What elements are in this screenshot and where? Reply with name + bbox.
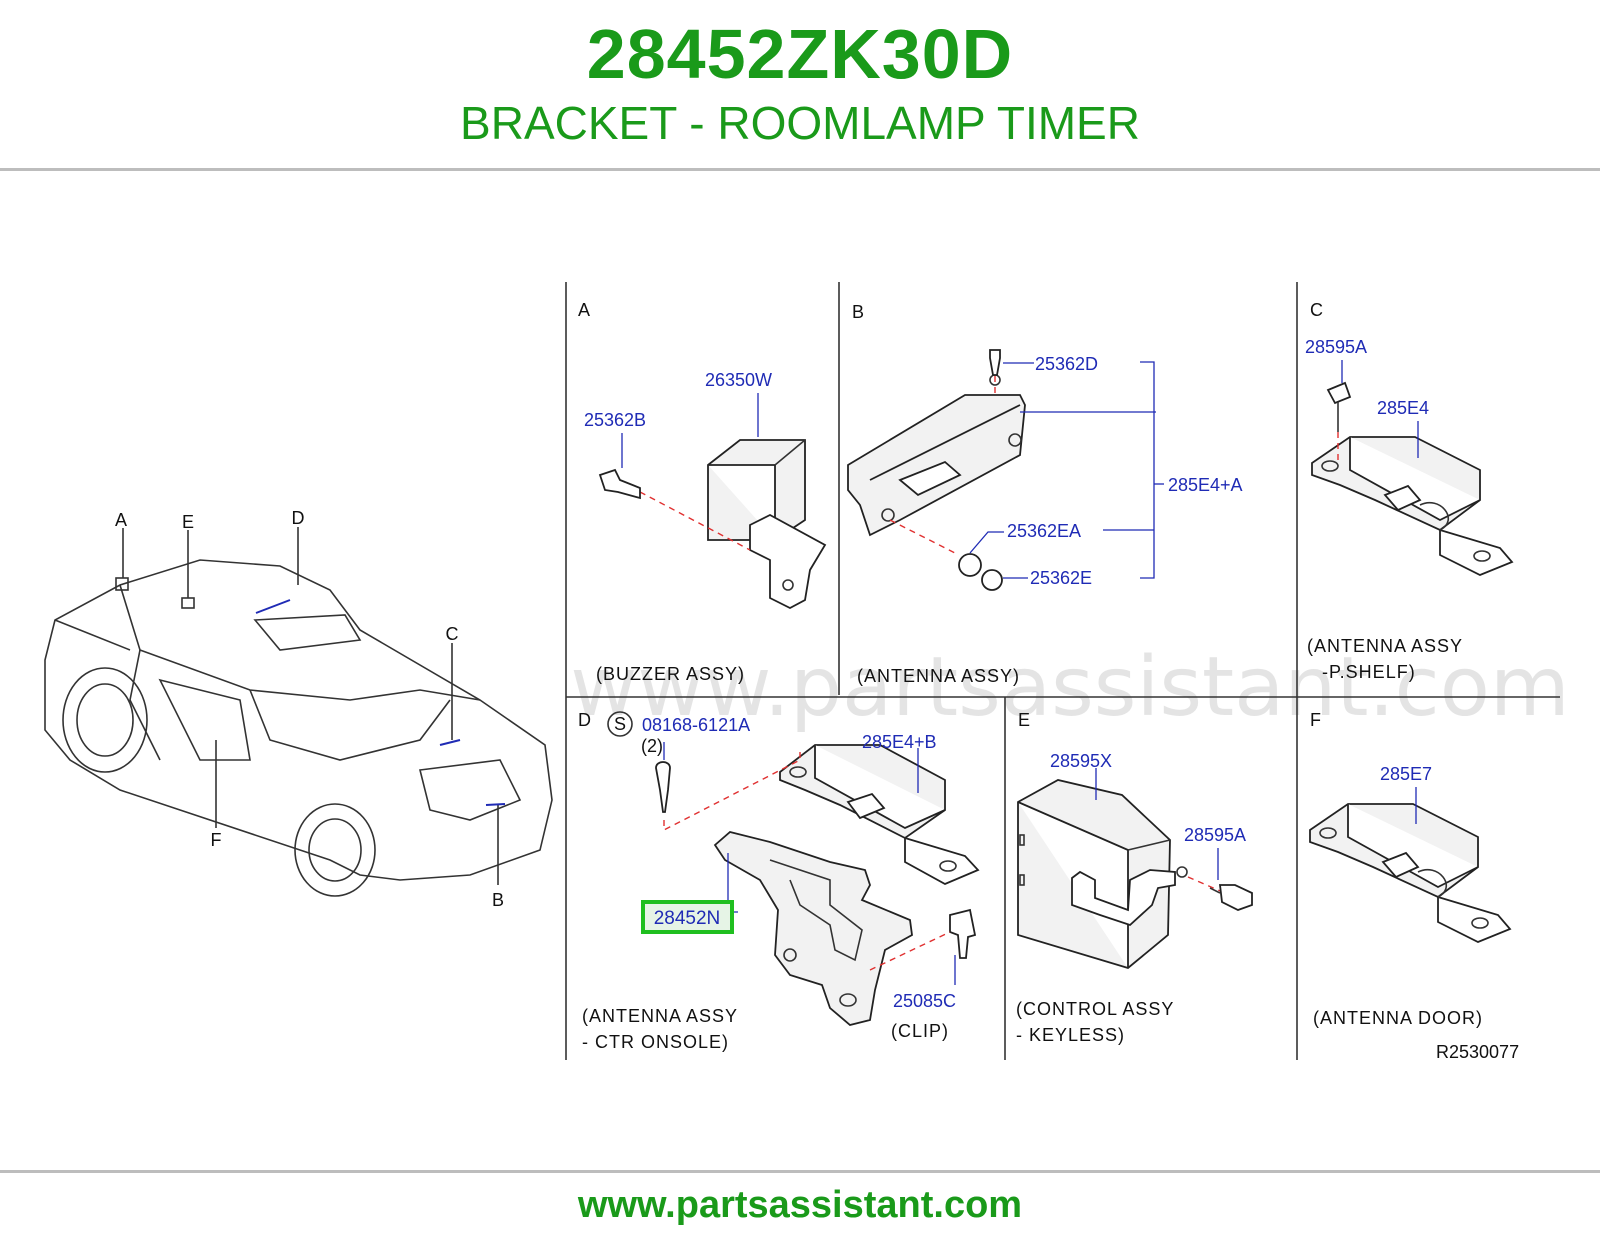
car-illustration [44, 527, 553, 897]
section-d-caption-1: (ANTENNA ASSY [582, 1006, 738, 1026]
part-label-285e4-b: 285E4+B [862, 732, 937, 752]
section-e-caption-2: - KEYLESS) [1016, 1025, 1125, 1045]
part-label-08168-6121a: 08168-6121A [642, 715, 750, 735]
car-marker-a: A [115, 510, 127, 530]
section-b-caption: (ANTENNA ASSY) [857, 666, 1020, 686]
part-label-25362d: 25362D [1035, 354, 1098, 374]
footer-url[interactable]: www.partsassistant.com [577, 1184, 1023, 1226]
section-b-letter: B [852, 302, 864, 322]
part-label-285e4: 285E4 [1377, 398, 1429, 418]
footer-divider [0, 1170, 1600, 1173]
antenna-pshelf-drawing [1311, 360, 1514, 576]
section-c-letter: C [1310, 300, 1323, 320]
part-label-28595a-c: 28595A [1305, 337, 1367, 357]
section-d-caption-2: - CTR ONSOLE) [582, 1032, 729, 1052]
section-d-letter: D [578, 710, 591, 730]
section-e-caption-1: (CONTROL ASSY [1016, 999, 1174, 1019]
section-a-caption: (BUZZER ASSY) [596, 664, 745, 684]
quantity-label: (2) [641, 736, 663, 756]
control-assy-keyless-drawing [1017, 768, 1253, 970]
header: 28452ZK30D BRACKET - ROOMLAMP TIMER [0, 0, 1600, 168]
section-f-caption: (ANTENNA DOOR) [1313, 1008, 1483, 1028]
buzzer-assy-drawing [598, 393, 827, 610]
section-grid [565, 282, 1560, 1060]
antenna-assy-drawing [847, 349, 1164, 591]
part-label-28595x: 28595X [1050, 751, 1112, 771]
part-label-25362e: 25362E [1030, 568, 1092, 588]
car-marker-e: E [182, 512, 194, 532]
car-marker-c: C [446, 624, 459, 644]
part-number-title: 28452ZK30D [586, 15, 1014, 93]
part-label-26350w: 26350W [705, 370, 772, 390]
header-divider [0, 168, 1600, 171]
part-name-subtitle: BRACKET - ROOMLAMP TIMER [460, 97, 1140, 149]
section-a-letter: A [578, 300, 590, 320]
s-symbol: S [614, 714, 626, 734]
car-marker-d: D [292, 508, 305, 528]
part-label-28595a-e: 28595A [1184, 825, 1246, 845]
section-c-caption-2: -P.SHELF) [1322, 662, 1416, 682]
part-label-25362b: 25362B [584, 410, 646, 430]
diagram-reference-code: R2530077 [1436, 1042, 1519, 1062]
part-label-28452n-highlighted: 28452N [654, 908, 721, 929]
part-label-285e4-a: 285E4+A [1168, 475, 1243, 495]
part-label-25085c: 25085C [893, 991, 956, 1011]
antenna-ctr-console-drawing [655, 742, 980, 1026]
section-e-letter: E [1018, 710, 1030, 730]
watermark: www.partsassistant.com [570, 640, 1570, 735]
part-label-285e7: 285E7 [1380, 764, 1432, 784]
antenna-door-drawing [1309, 787, 1512, 943]
clip-label: (CLIP) [891, 1021, 949, 1041]
s-symbol-circle [607, 711, 633, 737]
section-f-letter: F [1310, 710, 1321, 730]
car-marker-f: F [211, 830, 222, 850]
part-label-25362ea: 25362EA [1007, 521, 1081, 541]
car-marker-b: B [492, 890, 504, 910]
highlighted-part-box [641, 900, 734, 934]
section-c-caption-1: (ANTENNA ASSY [1307, 636, 1463, 656]
